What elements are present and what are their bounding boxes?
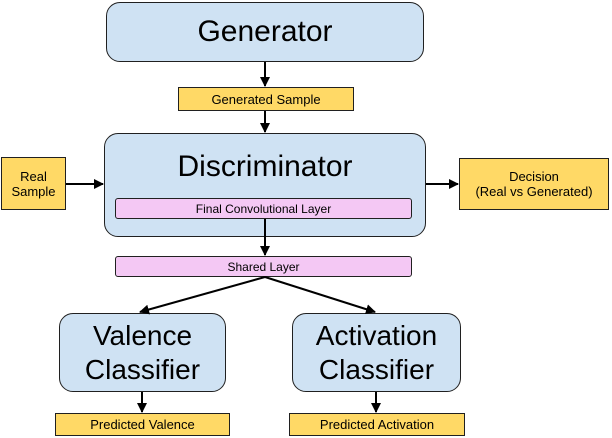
valence-classifier-box: Valence Classifier — [59, 313, 226, 392]
activation-classifier-line2: Classifier — [318, 353, 435, 385]
shared-layer-box: Shared Layer — [115, 256, 412, 277]
generated-sample-box: Generated Sample — [178, 87, 354, 111]
shared-layer-label: Shared Layer — [227, 259, 300, 274]
activation-classifier-line1: Activation — [315, 319, 438, 351]
real-sample-line2: Sample — [11, 183, 56, 199]
arrow-shared-to-valence — [139, 276, 266, 315]
real-sample-line1: Real — [20, 168, 47, 184]
generated-sample-label: Generated Sample — [211, 91, 321, 107]
valence-classifier-line1: Valence — [92, 319, 193, 351]
arrow-shared-to-activation — [264, 276, 376, 315]
final-conv-layer-box: Final Convolutional Layer — [115, 198, 412, 219]
predicted-activation-label: Predicted Activation — [319, 417, 435, 432]
decision-box: Decision (Real vs Generated) — [459, 158, 609, 210]
predicted-valence-label: Predicted Valence — [90, 417, 195, 432]
real-sample-box: Real Sample — [1, 157, 66, 210]
final-conv-layer-label: Final Convolutional Layer — [195, 201, 332, 216]
decision-line1: Decision — [509, 169, 559, 184]
predicted-activation-box: Predicted Activation — [289, 413, 465, 436]
discriminator-title: Discriminator — [177, 150, 353, 183]
generator-box: Generator — [106, 2, 424, 62]
generator-title: Generator — [197, 15, 333, 48]
predicted-valence-box: Predicted Valence — [55, 413, 230, 436]
discriminator-box: Discriminator — [104, 133, 426, 237]
decision-line2: (Real vs Generated) — [475, 184, 593, 199]
valence-classifier-line2: Classifier — [84, 353, 201, 385]
activation-classifier-box: Activation Classifier — [292, 313, 461, 392]
